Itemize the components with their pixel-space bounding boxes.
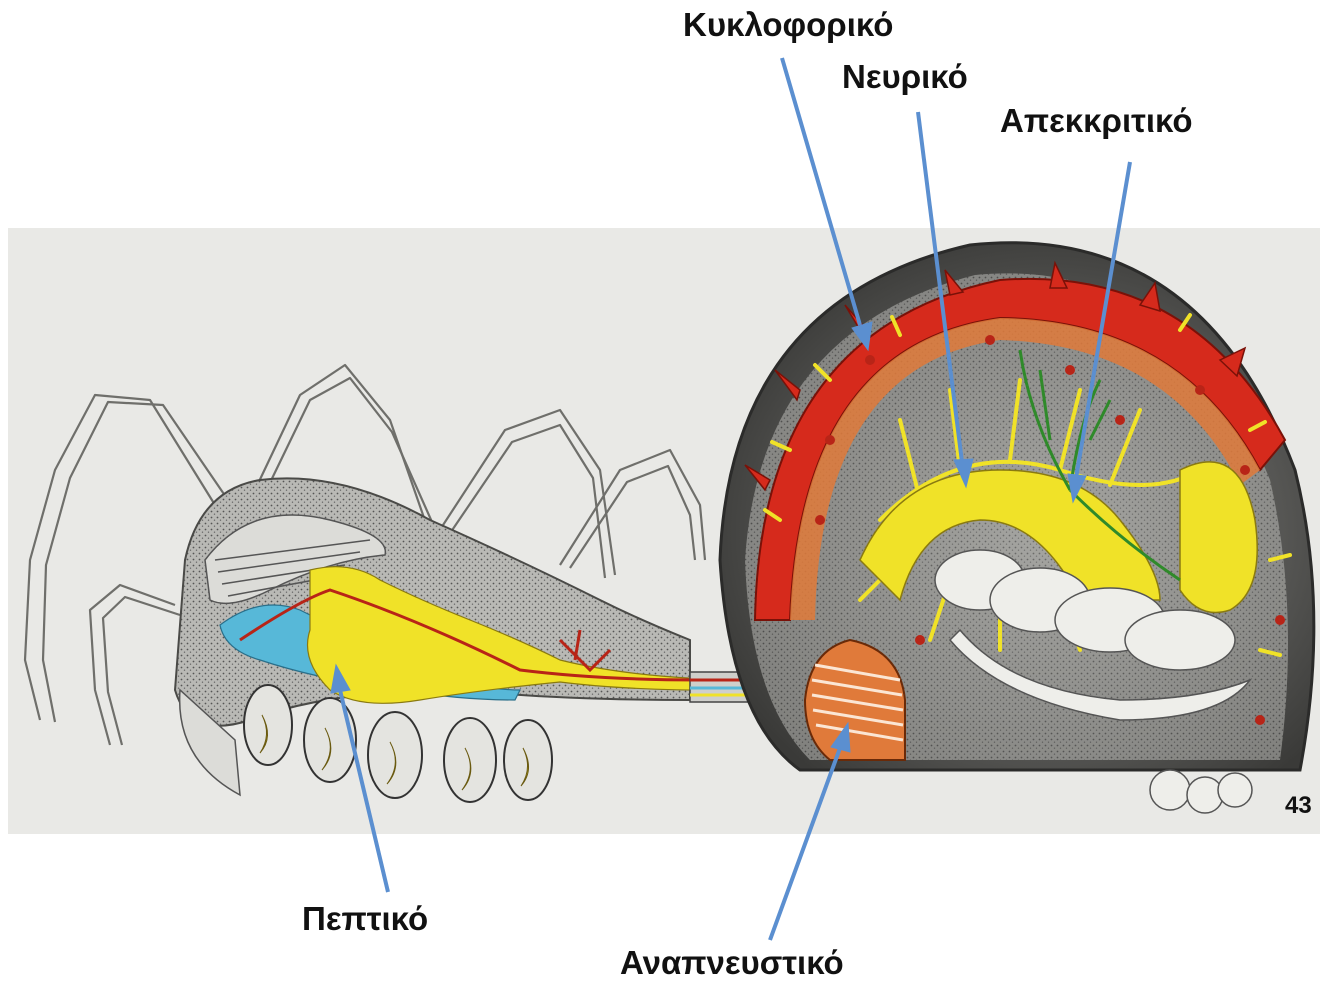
label-digestive: Πεπτικό — [302, 902, 428, 935]
page-number: 43 — [1285, 794, 1312, 818]
label-circulatory: Κυκλοφορικό — [683, 8, 893, 41]
label-nervous: Νευρικό — [842, 60, 968, 93]
label-excretory: Απεκκριτικό — [1000, 104, 1193, 137]
label-respiratory: Αναπνευστικό — [620, 946, 844, 979]
